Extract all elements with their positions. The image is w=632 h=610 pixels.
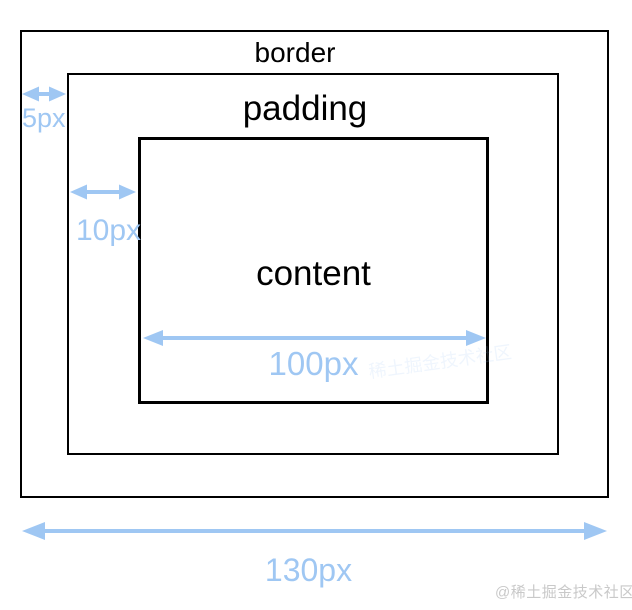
padding-label: padding	[242, 89, 368, 128]
total-width-arrow-icon	[22, 522, 607, 540]
total-width-value: 130px	[264, 552, 353, 588]
border-label: border	[254, 37, 336, 68]
padding-width-value: 10px	[76, 214, 142, 247]
content-width-value: 100px	[268, 345, 359, 382]
community-watermark: @稀土掘金技术社区	[495, 584, 632, 601]
content-box-outline	[138, 137, 489, 404]
border-box-outline	[20, 30, 609, 498]
content-label: content	[256, 254, 371, 293]
padding-box-outline	[67, 73, 559, 455]
border-width-value: 5px	[22, 103, 66, 133]
